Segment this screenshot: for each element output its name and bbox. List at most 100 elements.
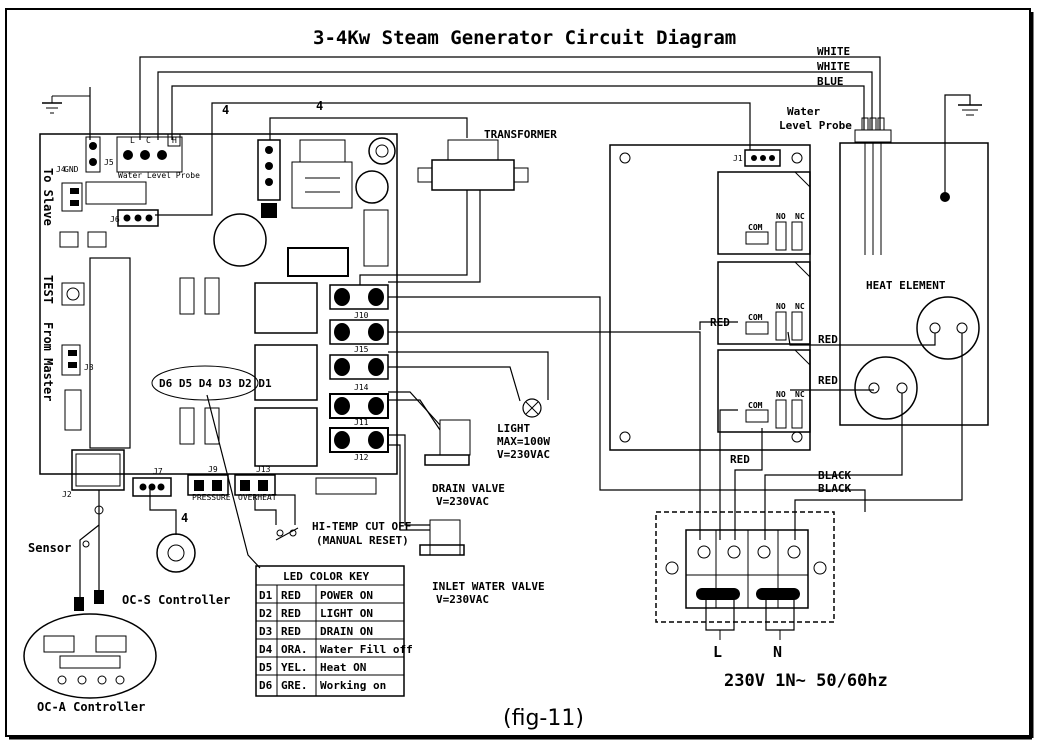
led-meaning: DRAIN ON	[320, 625, 373, 638]
supply-l-label: L	[713, 643, 722, 661]
sensor-label: Sensor	[28, 541, 71, 555]
led-meaning: Working on	[320, 679, 386, 692]
ground-icon-heater	[940, 94, 982, 202]
wire-red-3: RED	[818, 374, 838, 387]
connector-j7: J7	[153, 467, 163, 476]
connector-j3: J3	[84, 363, 94, 372]
outer-frame	[5, 8, 1031, 737]
relay-terminal	[775, 221, 787, 251]
relay-board	[609, 144, 811, 451]
heater-tank	[839, 142, 989, 426]
probe-h-label: H	[172, 136, 177, 145]
relay-j1: J1	[733, 154, 743, 163]
relay-terminal	[775, 399, 787, 429]
led-color: RED	[281, 625, 301, 638]
heat-element-label: HEAT ELEMENT	[866, 279, 946, 292]
relay-corner	[794, 171, 811, 188]
overheat-label: OVERHEAT	[238, 493, 277, 502]
relay-terminal	[745, 409, 769, 423]
light-label-1: LIGHT	[497, 422, 530, 435]
connector-j12: J12	[354, 453, 369, 462]
wire-blue: BLUE	[817, 75, 844, 88]
connector-j15: J15	[354, 345, 369, 354]
led-color: RED	[281, 589, 301, 602]
inlet-valve-label-2: V=230VAC	[436, 593, 489, 606]
water-level-probe-label-2: Level Probe	[779, 119, 852, 132]
probe-c-label: C	[146, 136, 151, 145]
drain-valve-label-2: V=230VAC	[436, 495, 489, 508]
connector-j2: J2	[62, 490, 72, 499]
relay-nc-label: NC	[795, 390, 805, 399]
connector-j10: J10	[354, 311, 369, 320]
relay-module	[717, 171, 811, 255]
ref-4b: 4	[316, 99, 323, 113]
light-icon	[522, 398, 542, 418]
top-wires	[89, 56, 881, 216]
led-id: D3	[259, 625, 272, 638]
relay-terminal	[745, 321, 769, 335]
led-table-title: LED COLOR KEY	[283, 570, 369, 583]
led-color: YEL.	[281, 661, 308, 674]
supply-terminal-box	[655, 511, 835, 623]
relay-terminal	[791, 221, 803, 251]
connector-j11: J11	[354, 418, 369, 427]
wire-red-2: RED	[818, 333, 838, 346]
relay-nc-label: NC	[795, 302, 805, 311]
led-meaning: POWER ON	[320, 589, 373, 602]
relay-com-label: COM	[748, 313, 763, 322]
transformer	[431, 159, 515, 191]
diagram-title: 3-4Kw Steam Generator Circuit Diagram	[313, 27, 736, 49]
led-id: D1	[259, 589, 273, 602]
inlet-valve-label-1: INLET WATER VALVE	[432, 580, 545, 593]
relay-com-label: COM	[748, 223, 763, 232]
oc-s-controller	[156, 533, 196, 573]
relay-com-label: COM	[748, 401, 763, 410]
oc-s-label: OC-S Controller	[122, 593, 230, 607]
water-level-probe-label-1: Water	[787, 105, 820, 118]
relay-no-label: NO	[776, 212, 786, 221]
led-meaning: Water Fill off	[320, 643, 413, 656]
hi-temp-label-1: HI-TEMP CUT OFF	[312, 520, 411, 533]
probe-board-label: Water Level Probe	[118, 171, 200, 180]
relay-module	[717, 349, 811, 433]
relay-terminal	[791, 311, 803, 341]
relay-terminal	[791, 399, 803, 429]
test-button[interactable]	[61, 282, 85, 306]
connector-j4: J4	[56, 165, 66, 174]
relay-no-label: NO	[776, 302, 786, 311]
wire-white-2: WHITE	[817, 60, 850, 73]
led-id: D2	[259, 607, 272, 620]
light-label-3: V=230VAC	[497, 448, 550, 461]
led-meaning: LIGHT ON	[320, 607, 373, 620]
hi-temp-label-2: (MANUAL RESET)	[316, 534, 409, 547]
heat-element-2	[854, 356, 918, 420]
test-label: TEST	[41, 275, 55, 304]
led-id: D4	[259, 643, 273, 656]
led-color: GRE.	[281, 679, 308, 692]
led-row-label: D6 D5 D4 D3 D2 D1	[159, 377, 272, 390]
wire-white-1: WHITE	[817, 45, 850, 58]
gnd-label: GND	[64, 165, 79, 174]
led-color: RED	[281, 607, 301, 620]
led-id: D5	[259, 661, 272, 674]
drain-valve-label-1: DRAIN VALVE	[432, 482, 505, 495]
relay-module	[717, 261, 811, 345]
connector-j13: J13	[256, 465, 271, 474]
figure-caption: (fig-11)	[503, 706, 584, 731]
wire-red-4: RED	[730, 453, 750, 466]
relay-nc-label: NC	[795, 212, 805, 221]
supply-voltage-label: 230V 1N~ 50/60hz	[724, 671, 888, 691]
wire-black-1: BLACK	[818, 469, 851, 482]
main-control-board	[39, 133, 398, 475]
transformer-label: TRANSFORMER	[484, 128, 557, 141]
pressure-label: PRESSURE	[192, 493, 231, 502]
relay-terminal	[775, 311, 787, 341]
to-slave-label: To Slave	[41, 168, 55, 226]
led-meaning: Heat ON	[320, 661, 366, 674]
wire-red-1: RED	[710, 316, 730, 329]
supply-n-label: N	[773, 643, 782, 661]
relay-terminal	[745, 231, 769, 245]
relay-corner	[794, 261, 811, 278]
